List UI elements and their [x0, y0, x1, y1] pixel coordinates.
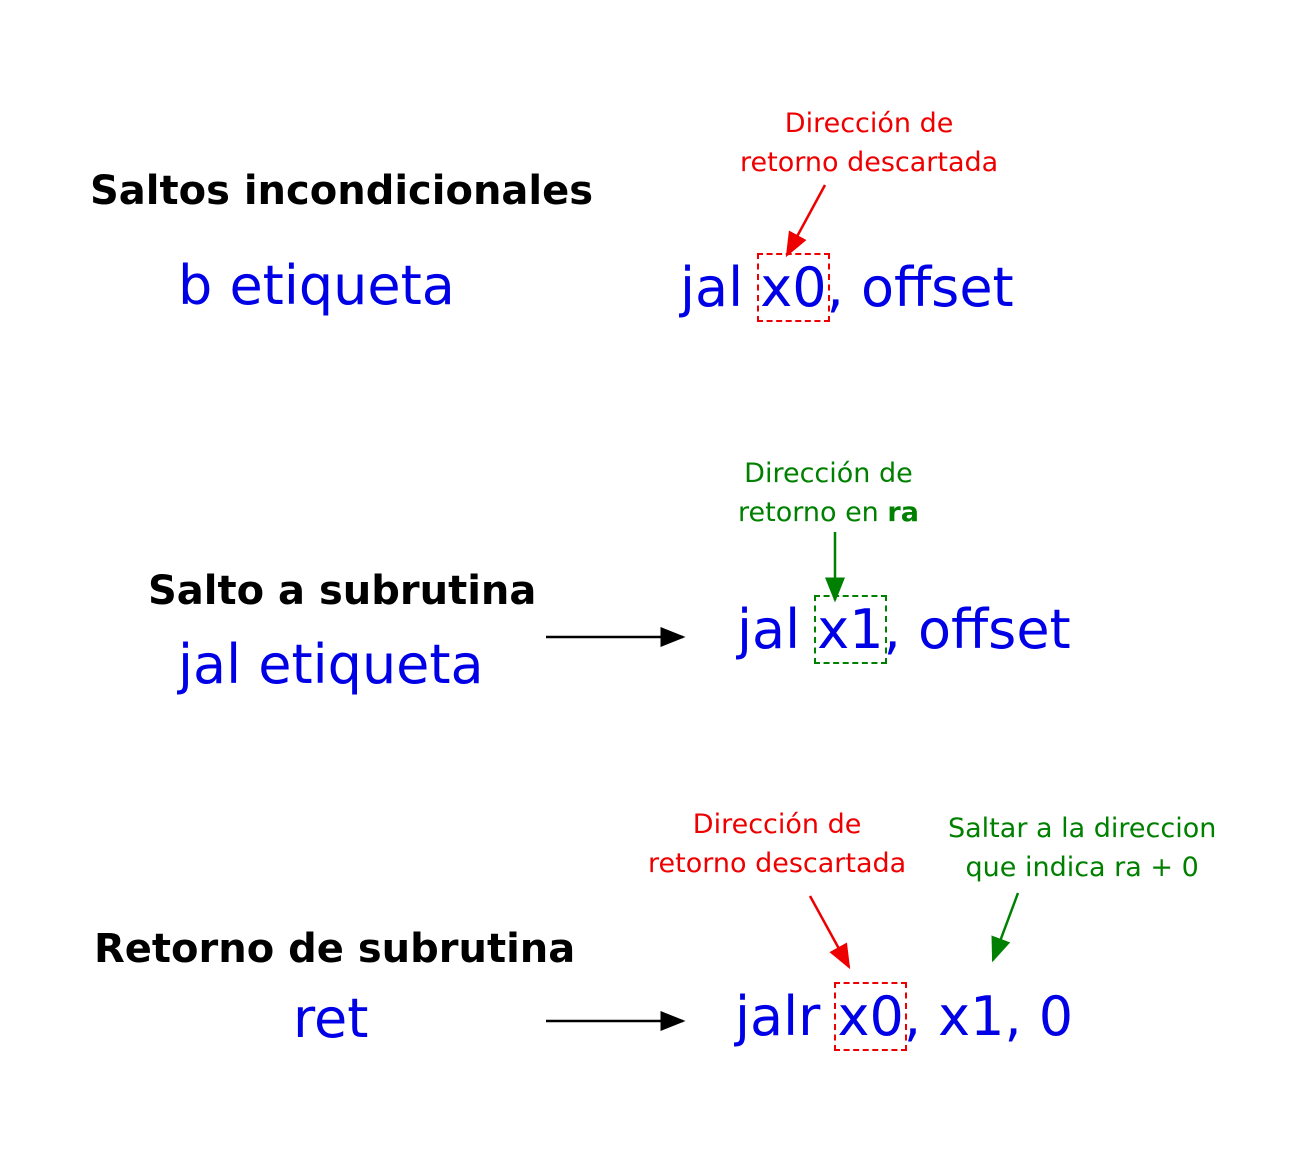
note-discarded-return-3: Dirección de retorno descartada	[648, 805, 906, 883]
opcode: jal	[737, 598, 801, 661]
instruction-jalr: jalr x0, x1, 0	[735, 982, 1074, 1051]
heading-unconditional-jumps: Saltos incondicionales	[90, 168, 594, 214]
heading-subroutine-call: Salto a subrutina	[148, 568, 537, 614]
note-line: que indica ra + 0	[965, 852, 1199, 883]
note-line: Saltar a la direccion	[948, 813, 1217, 844]
note-line: retorno en ra	[738, 497, 919, 528]
operands: , offset	[826, 256, 1014, 319]
opcode: jal	[680, 256, 744, 319]
note-line: Dirección de	[744, 458, 913, 489]
note-line: Dirección de	[692, 809, 862, 840]
note-line: Dirección de	[784, 108, 954, 139]
opcode: jalr	[735, 985, 821, 1048]
arrow-discarded-1	[785, 184, 827, 258]
pseudo-instruction-b: b etiqueta	[178, 254, 455, 317]
note-discarded-return-1: Dirección de retorno descartada	[740, 104, 998, 182]
note-jump-to-ra: Saltar a la direccion que indica ra + 0	[948, 809, 1216, 887]
rd-register-saved: x1	[814, 595, 887, 664]
operands: , offset	[883, 598, 1071, 661]
rd-register-discarded: x0	[834, 982, 907, 1051]
pseudo-instruction-ret: ret	[293, 987, 369, 1050]
note-return-in-ra: Dirección de retorno en ra	[738, 454, 919, 532]
operands: , x1, 0	[903, 985, 1074, 1048]
note-line: retorno descartada	[740, 147, 999, 178]
instruction-jal-x1: jal x1, offset	[737, 595, 1071, 664]
ra-register-bold: ra	[887, 497, 919, 528]
note-line: retorno descartada	[648, 848, 907, 879]
arrow-discarded-3	[808, 895, 851, 970]
pseudo-instruction-jal: jal etiqueta	[178, 633, 484, 696]
instruction-jal-x0: jal x0, offset	[680, 253, 1014, 322]
rd-register-discarded: x0	[757, 253, 830, 322]
heading-subroutine-return: Retorno de subrutina	[94, 926, 576, 972]
arrow-jump-ra	[991, 892, 1020, 963]
